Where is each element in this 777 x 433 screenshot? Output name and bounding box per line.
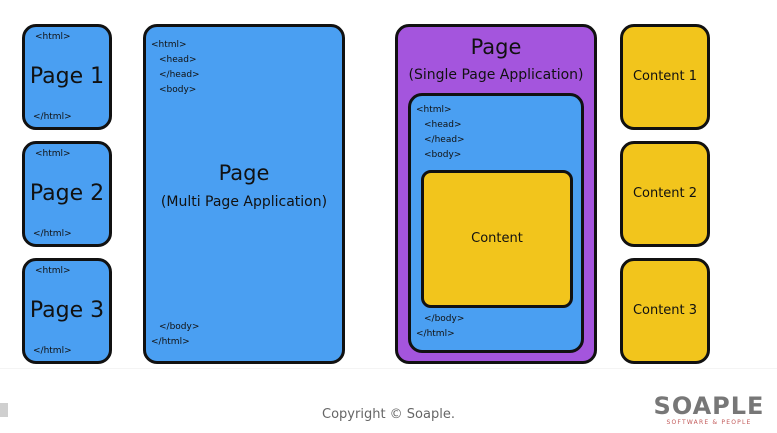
- html-open-tag: <html>: [35, 32, 71, 42]
- head-close-tag: </head>: [159, 70, 200, 80]
- mpa-page-subtitle: (Multi Page Application): [160, 194, 328, 210]
- body-close-tag: </body>: [424, 314, 465, 324]
- body-open-tag: <body>: [159, 85, 197, 95]
- mpa-page-title: Page: [218, 161, 270, 185]
- logo-tagline: SOFTWARE & PEOPLE: [666, 419, 752, 426]
- page-3-label: Page 3: [29, 298, 105, 323]
- html-open-tag: <html>: [416, 105, 452, 115]
- html-close-tag: </html>: [33, 112, 72, 122]
- head-close-tag: </head>: [424, 135, 465, 145]
- html-open-tag: <html>: [35, 266, 71, 276]
- logo-wordmark: SOAPLE: [653, 392, 765, 420]
- html-open-tag: <html>: [35, 149, 71, 159]
- html-close-tag: </html>: [416, 329, 455, 339]
- html-close-tag: </html>: [33, 229, 72, 239]
- spa-html-document: <html> <head> </head> <body> Content </b…: [408, 93, 584, 353]
- page-2-box: <html> Page 2 </html>: [22, 141, 112, 247]
- html-open-tag: <html>: [151, 40, 187, 50]
- spa-page-subtitle: (Single Page Application): [408, 67, 584, 83]
- footer-divider: [0, 368, 777, 369]
- spa-content-label: Content: [471, 231, 523, 246]
- spa-content-box: Content: [421, 170, 573, 308]
- body-open-tag: <body>: [424, 150, 462, 160]
- html-close-tag: </html>: [151, 337, 190, 347]
- page-1-box: <html> Page 1 </html>: [22, 24, 112, 130]
- page-3-box: <html> Page 3 </html>: [22, 258, 112, 364]
- soaple-logo: SOAPLE SOFTWARE & PEOPLE: [650, 393, 768, 427]
- copyright-text: Copyright © Soaple.: [322, 407, 455, 422]
- content-2-box: Content 2: [620, 141, 710, 247]
- left-edge-mark: [0, 403, 8, 417]
- head-open-tag: <head>: [424, 120, 462, 130]
- content-1-box: Content 1: [620, 24, 710, 130]
- mpa-page-box: <html> <head> </head> <body> Page (Multi…: [143, 24, 345, 364]
- content-3-label: Content 3: [632, 303, 698, 318]
- page-2-label: Page 2: [29, 181, 105, 206]
- html-close-tag: </html>: [33, 346, 72, 356]
- content-3-box: Content 3: [620, 258, 710, 364]
- spa-page-box: Page (Single Page Application) <html> <h…: [395, 24, 597, 364]
- spa-page-title: Page: [470, 35, 522, 59]
- content-1-label: Content 1: [632, 69, 698, 84]
- page-1-label: Page 1: [29, 64, 105, 89]
- head-open-tag: <head>: [159, 55, 197, 65]
- content-2-label: Content 2: [632, 186, 698, 201]
- body-close-tag: </body>: [159, 322, 200, 332]
